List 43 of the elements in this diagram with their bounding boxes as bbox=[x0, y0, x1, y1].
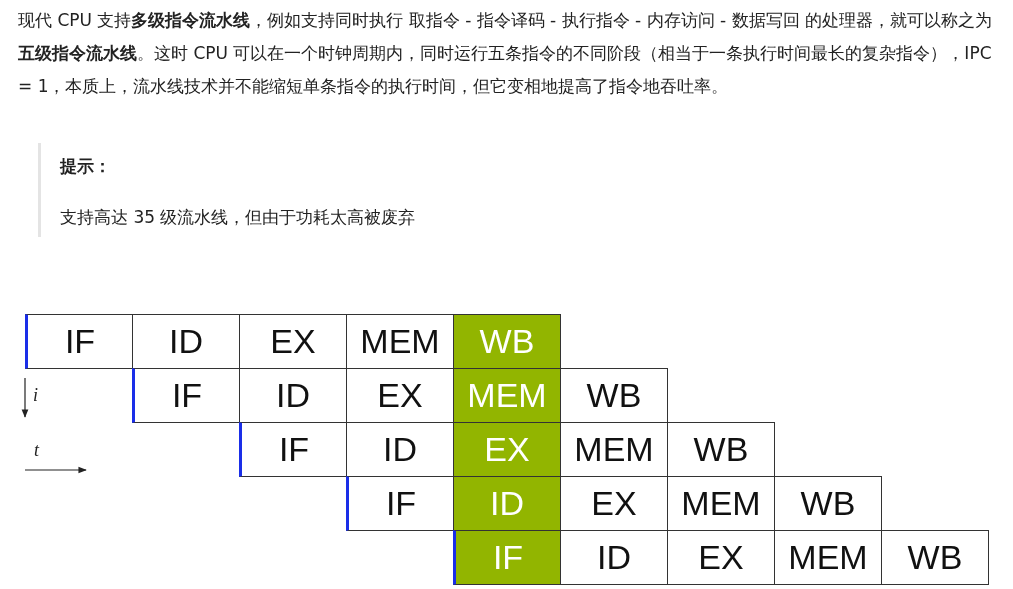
highlighted-stage-cell bbox=[453, 530, 561, 585]
stage-label: MEM bbox=[681, 484, 761, 523]
stage-label: EX bbox=[377, 376, 423, 415]
stage-label: ID bbox=[169, 322, 203, 361]
stage-label: WB bbox=[907, 538, 963, 577]
stage-label: MEM bbox=[360, 322, 440, 361]
stage-label: EX bbox=[591, 484, 637, 523]
stage-cell bbox=[667, 422, 775, 477]
highlighted-stage-cell bbox=[453, 476, 561, 531]
stage-label: EX bbox=[270, 322, 316, 361]
stage-label: MEM bbox=[574, 430, 654, 469]
stage-cell bbox=[881, 530, 989, 585]
stage-label: WB bbox=[479, 322, 535, 361]
stage-label: IF bbox=[278, 430, 310, 469]
hint-text: 支持高达 35 级流水线，但由于功耗太高被废弃 bbox=[60, 206, 416, 229]
stage-label: EX bbox=[698, 538, 744, 577]
stage-cell bbox=[239, 422, 347, 477]
stage-label: WB bbox=[800, 484, 856, 523]
stage-label: ID bbox=[597, 538, 631, 577]
stage-label: EX bbox=[484, 430, 530, 469]
paragraph: 现代 CPU 支持多级指令流水线，例如支持同时执行 取指令 - 指令译码 - 执行指令 - 内存访问 - 数据写回 的处理器，就可以称之为五级指令流水线。这时 CPU 可以在一个时钟周期内，同时运行五条指令的不同阶段（相当于一条执行时间最长的复杂指令），IPC = 1，本质上，流水线技术并不能缩短单条指令的执行时间，但它变相地提高了指令地吞吐率。 bbox=[18, 9, 993, 98]
highlighted-stage-cell bbox=[453, 368, 561, 423]
stage-label: WB bbox=[693, 430, 749, 469]
stage-label: IF bbox=[171, 376, 203, 415]
stage-label: MEM bbox=[788, 538, 868, 577]
stage-label: WB bbox=[586, 376, 642, 415]
stage-label: ID bbox=[383, 430, 417, 469]
stage-label: IF bbox=[64, 322, 96, 361]
stage-label: ID bbox=[490, 484, 524, 523]
axis-label: t bbox=[34, 439, 39, 462]
stage-cell bbox=[774, 476, 882, 531]
stage-label: IF bbox=[385, 484, 417, 523]
stage-label: MEM bbox=[467, 376, 547, 415]
stage-cell bbox=[132, 368, 240, 423]
hint-heading: 提示： bbox=[60, 155, 111, 178]
highlighted-stage-cell bbox=[453, 314, 561, 369]
highlighted-stage-cell bbox=[453, 422, 561, 477]
stage-cell bbox=[25, 314, 133, 369]
stage-cell bbox=[346, 476, 454, 531]
stage-label: ID bbox=[276, 376, 310, 415]
stage-cell bbox=[560, 368, 668, 423]
stage-label: IF bbox=[492, 538, 524, 577]
axis-label: i bbox=[33, 384, 38, 407]
